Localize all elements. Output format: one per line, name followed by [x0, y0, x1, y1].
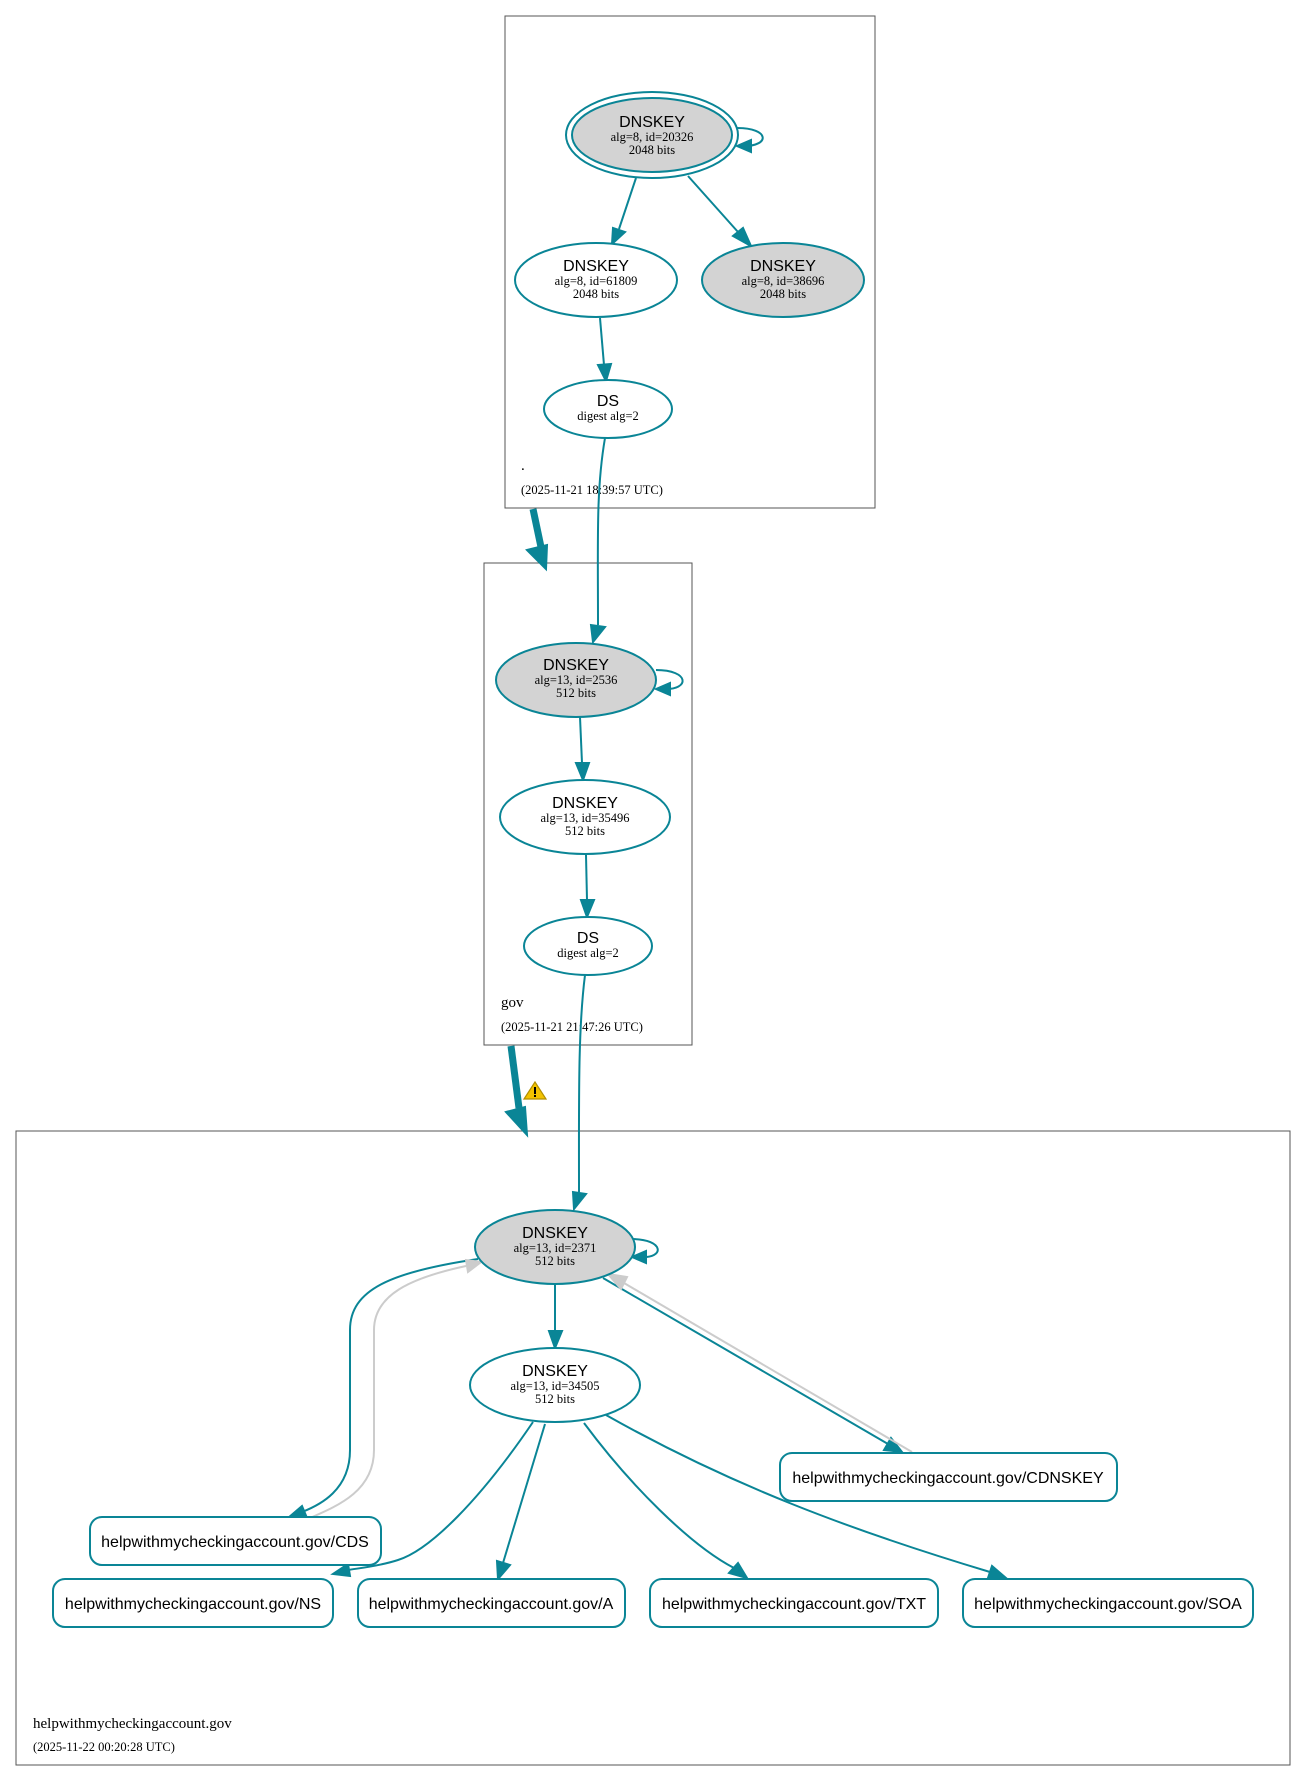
- root-ds-node[interactable]: DS digest alg=2: [543, 379, 673, 439]
- rrset-a-label: helpwithmycheckingaccount.gov/A: [369, 1596, 614, 1613]
- gov-ds-type: DS: [577, 930, 599, 947]
- domain-zsk-type: DNSKEY: [522, 1363, 588, 1380]
- zone-domain-timestamp: (2025-11-22 00:20:28 UTC): [33, 1740, 175, 1754]
- root-ksk-type: DNSKEY: [619, 114, 685, 131]
- edge-root-ds-to-gov-ksk: [589, 437, 607, 645]
- warning-icon[interactable]: [522, 1080, 548, 1100]
- root-zsk1-node[interactable]: DNSKEY alg=8, id=61809 2048 bits: [514, 242, 678, 318]
- domain-zsk-bits: 512 bits: [535, 1392, 575, 1406]
- root-ds-detail: digest alg=2: [577, 409, 639, 423]
- root-ksk-node[interactable]: DNSKEY alg=8, id=20326 2048 bits: [565, 91, 739, 179]
- zone-gov-cluster: gov (2025-11-21 21:47:26 UTC): [483, 562, 693, 1046]
- edge-root-ksk-self: [734, 127, 764, 154]
- rrset-cdnskey-label: helpwithmycheckingaccount.gov/CDNSKEY: [792, 1470, 1104, 1487]
- rrset-cds[interactable]: helpwithmycheckingaccount.gov/CDS: [89, 1516, 382, 1566]
- zone-root-timestamp: (2025-11-21 18:39:57 UTC): [521, 483, 663, 497]
- edge-domain-ksk-self: [629, 1238, 659, 1265]
- edge-root-ksk-to-zsk2: [687, 175, 754, 249]
- rrset-soa-label: helpwithmycheckingaccount.gov/SOA: [974, 1596, 1242, 1613]
- rrset-cdnskey[interactable]: helpwithmycheckingaccount.gov/CDNSKEY: [779, 1452, 1118, 1502]
- gov-zsk-type: DNSKEY: [552, 795, 618, 812]
- edge-cds-to-domain-ksk: [309, 1258, 484, 1519]
- root-ksk-detail: alg=8, id=20326: [611, 130, 694, 144]
- gov-ds-detail: digest alg=2: [557, 946, 619, 960]
- domain-ksk-type: DNSKEY: [522, 1225, 588, 1242]
- edge-domain-zsk-to-txt: [583, 1422, 750, 1580]
- root-zsk2-detail: alg=8, id=38696: [742, 274, 825, 288]
- zone-root-name: .: [521, 458, 525, 474]
- rrset-txt[interactable]: helpwithmycheckingaccount.gov/TXT: [649, 1578, 939, 1628]
- edge-gov-ksk-to-zsk: [574, 716, 591, 783]
- zone-root-cluster: . (2025-11-21 18:39:57 UTC): [504, 15, 876, 509]
- domain-ksk-detail: alg=13, id=2371: [514, 1241, 597, 1255]
- rrset-txt-label: helpwithmycheckingaccount.gov/TXT: [662, 1596, 926, 1613]
- root-ksk-bits: 2048 bits: [629, 143, 675, 157]
- root-zsk1-detail: alg=8, id=61809: [555, 274, 638, 288]
- zone-gov-name: gov: [501, 995, 524, 1011]
- zone-domain-cluster: helpwithmycheckingaccount.gov (2025-11-2…: [15, 1130, 1291, 1766]
- gov-ksk-node[interactable]: DNSKEY alg=13, id=2536 512 bits: [495, 642, 657, 718]
- delegation-gov-to-domain: [504, 1045, 529, 1138]
- domain-ksk-bits: 512 bits: [535, 1254, 575, 1268]
- gov-zsk-detail: alg=13, id=35496: [540, 811, 629, 825]
- gov-ksk-type: DNSKEY: [543, 657, 609, 674]
- edge-root-ksk-to-zsk1: [610, 177, 637, 247]
- root-zsk2-bits: 2048 bits: [760, 287, 806, 301]
- edge-root-zsk1-to-ds: [596, 317, 613, 384]
- gov-zsk-bits: 512 bits: [565, 824, 605, 838]
- edge-gov-ds-to-domain-ksk: [571, 974, 588, 1212]
- edge-domain-ksk-to-cds: [285, 1258, 479, 1519]
- edge-domain-ksk-to-cdnskey: [602, 1277, 905, 1454]
- rrset-cds-label: helpwithmycheckingaccount.gov/CDS: [101, 1534, 369, 1551]
- rrset-soa[interactable]: helpwithmycheckingaccount.gov/SOA: [962, 1578, 1254, 1628]
- gov-ksk-bits: 512 bits: [556, 686, 596, 700]
- domain-zsk-node[interactable]: DNSKEY alg=13, id=34505 512 bits: [469, 1347, 641, 1423]
- edge-gov-zsk-to-ds: [579, 854, 596, 920]
- edge-cdnskey-to-domain-ksk: [605, 1272, 913, 1453]
- rrset-ns-label: helpwithmycheckingaccount.gov/NS: [65, 1596, 321, 1613]
- root-zsk1-bits: 2048 bits: [573, 287, 619, 301]
- root-zsk2-node[interactable]: DNSKEY alg=8, id=38696 2048 bits: [701, 242, 865, 318]
- zone-domain-name: helpwithmycheckingaccount.gov: [33, 1716, 232, 1732]
- rrset-ns[interactable]: helpwithmycheckingaccount.gov/NS: [52, 1578, 334, 1628]
- edge-gov-ksk-self: [653, 669, 684, 697]
- zone-gov-timestamp: (2025-11-21 21:47:26 UTC): [501, 1020, 643, 1034]
- gov-zsk-node[interactable]: DNSKEY alg=13, id=35496 512 bits: [499, 779, 671, 855]
- domain-ksk-node[interactable]: DNSKEY alg=13, id=2371 512 bits: [474, 1209, 636, 1285]
- root-zsk1-type: DNSKEY: [563, 258, 629, 275]
- root-ds-type: DS: [597, 393, 619, 410]
- edge-domain-zsk-to-ns: [330, 1421, 534, 1578]
- gov-ksk-detail: alg=13, id=2536: [535, 673, 618, 687]
- rrset-a[interactable]: helpwithmycheckingaccount.gov/A: [357, 1578, 626, 1628]
- domain-zsk-detail: alg=13, id=34505: [510, 1379, 599, 1393]
- root-zsk2-type: DNSKEY: [750, 258, 816, 275]
- delegation-root-to-gov: [525, 508, 549, 572]
- edge-domain-ksk-to-zsk: [547, 1285, 564, 1351]
- edge-domain-zsk-to-a: [495, 1423, 546, 1582]
- gov-ds-node[interactable]: DS digest alg=2: [523, 916, 653, 976]
